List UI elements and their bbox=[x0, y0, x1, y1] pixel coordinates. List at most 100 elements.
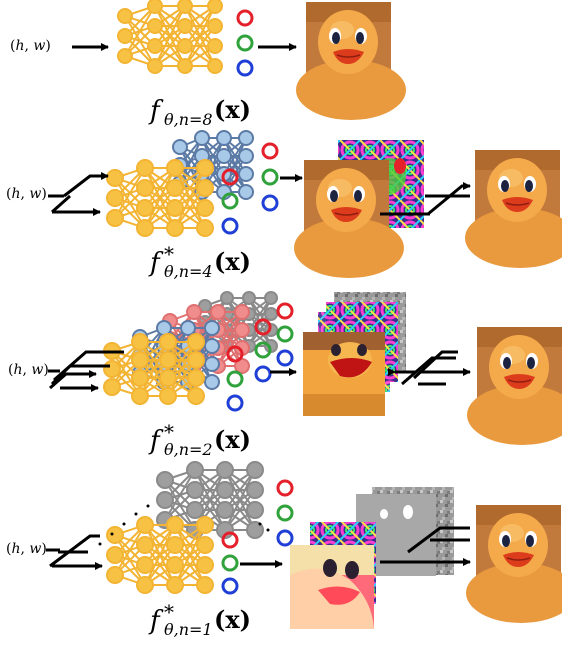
mlp-yellow-front bbox=[103, 333, 205, 405]
network-node bbox=[196, 516, 214, 534]
network-edge bbox=[184, 25, 216, 67]
network-node bbox=[156, 491, 174, 509]
network-node bbox=[187, 351, 205, 369]
w-symbol: w bbox=[33, 38, 46, 54]
input-label-row4: (h, w) bbox=[6, 541, 47, 557]
quantized-duck-image bbox=[303, 332, 385, 416]
h-symbol: h bbox=[11, 541, 21, 557]
output-green-node bbox=[236, 34, 254, 52]
network-edge bbox=[167, 341, 197, 397]
network-node bbox=[117, 48, 133, 64]
network-node bbox=[196, 219, 214, 237]
duck-output-image bbox=[464, 149, 562, 269]
network-node bbox=[220, 291, 234, 305]
network-node bbox=[216, 148, 232, 164]
input-label-row3: (h, w) bbox=[8, 362, 49, 378]
merge-arrow bbox=[388, 350, 471, 386]
network-node bbox=[106, 169, 124, 187]
row-2 bbox=[48, 130, 562, 279]
output-blue-node bbox=[221, 194, 279, 235]
mlp-yellow-front bbox=[106, 516, 214, 594]
network-node bbox=[234, 358, 250, 374]
network-node bbox=[136, 179, 154, 197]
w-symbol: w bbox=[29, 541, 42, 557]
network-node bbox=[103, 378, 121, 396]
network-node bbox=[136, 219, 154, 237]
subscript: θ,n=1 bbox=[164, 620, 213, 639]
w-symbol: w bbox=[29, 186, 42, 202]
network-node bbox=[166, 516, 184, 534]
network-node bbox=[117, 28, 133, 44]
network-node bbox=[166, 576, 184, 594]
network-node bbox=[131, 369, 149, 387]
network-node bbox=[196, 556, 214, 574]
subscript: θ,n=2 bbox=[164, 440, 213, 459]
input-split-arrow bbox=[46, 534, 103, 570]
network-node bbox=[246, 461, 264, 479]
network-node bbox=[238, 184, 254, 200]
network-node bbox=[207, 0, 223, 14]
network-node bbox=[166, 179, 184, 197]
network-edge bbox=[144, 167, 176, 229]
network-node bbox=[172, 139, 188, 155]
network-node bbox=[204, 356, 220, 372]
output-red-node bbox=[221, 142, 279, 186]
network-node bbox=[136, 516, 154, 534]
network-edge bbox=[114, 167, 146, 219]
duck-image bbox=[293, 159, 405, 279]
w-symbol: w bbox=[31, 362, 44, 378]
network-node bbox=[242, 291, 256, 305]
function-label-row2: f * θ,n=4 (x) bbox=[150, 244, 290, 290]
network-node bbox=[196, 159, 214, 177]
network-edge bbox=[174, 167, 206, 229]
network-node bbox=[147, 18, 163, 34]
network-edge bbox=[154, 25, 186, 67]
star-symbol: * bbox=[164, 420, 174, 444]
network-node bbox=[216, 130, 232, 146]
network-node bbox=[234, 304, 250, 320]
duck-output-image bbox=[465, 504, 562, 624]
h-symbol: h bbox=[13, 362, 23, 378]
network-node bbox=[187, 387, 205, 405]
network-node bbox=[156, 320, 172, 336]
output-blue-node bbox=[236, 59, 254, 77]
row-4 bbox=[46, 461, 562, 629]
f-symbol: f bbox=[150, 606, 160, 636]
function-label-row3: f * θ,n=2 (x) bbox=[150, 422, 290, 468]
h-symbol: h bbox=[15, 38, 25, 54]
network-node bbox=[147, 0, 163, 14]
network-node bbox=[117, 8, 133, 24]
h-symbol: h bbox=[11, 186, 21, 202]
network-node bbox=[196, 576, 214, 594]
network-node bbox=[196, 179, 214, 197]
network-edge bbox=[114, 524, 146, 576]
row-3 bbox=[48, 291, 562, 446]
network-node bbox=[216, 461, 234, 479]
network-node bbox=[187, 369, 205, 387]
output-nodes bbox=[226, 302, 294, 412]
network-node bbox=[131, 333, 149, 351]
output-nodes bbox=[221, 479, 294, 595]
network-edge bbox=[164, 469, 196, 521]
network-node bbox=[136, 199, 154, 217]
f-symbol: f bbox=[150, 248, 160, 278]
mlp-yellow-front bbox=[106, 159, 214, 237]
input-split-arrow bbox=[48, 172, 109, 216]
network-node bbox=[177, 18, 193, 34]
output-red-node bbox=[236, 9, 254, 27]
network-node bbox=[156, 471, 174, 489]
mlp-yellow bbox=[117, 0, 223, 74]
network-node bbox=[177, 0, 193, 14]
network-node bbox=[246, 481, 264, 499]
network-node bbox=[238, 166, 254, 182]
input-label-row2: (h, w) bbox=[6, 186, 47, 202]
subscript: θ,n=4 bbox=[164, 262, 213, 281]
network-node bbox=[166, 556, 184, 574]
network-node bbox=[159, 351, 177, 369]
merge-arrow bbox=[380, 182, 471, 216]
network-node bbox=[106, 566, 124, 584]
argument: (x) bbox=[214, 247, 252, 276]
network-node bbox=[166, 219, 184, 237]
duck-image bbox=[295, 1, 407, 121]
